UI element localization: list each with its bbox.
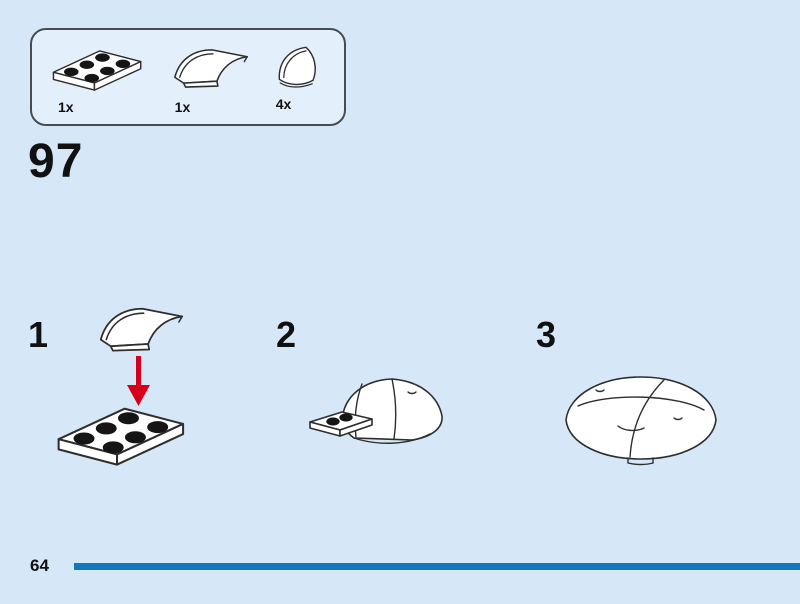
dome-wedge-icon xyxy=(278,46,316,88)
part-count-label: 1x xyxy=(58,99,74,115)
substep-1-label: 1 xyxy=(28,314,49,355)
substep-3-label: 3 xyxy=(536,314,557,355)
curved-slope-piece xyxy=(99,307,184,352)
plate-2x3-piece xyxy=(57,407,185,466)
substep-2-illustration xyxy=(309,378,443,444)
plate-2x3-icon xyxy=(52,50,142,91)
substep-2-label: 2 xyxy=(276,314,297,355)
substep-3-illustration xyxy=(565,376,717,466)
part-count-label: 4x xyxy=(275,96,292,112)
part-item-curved-slope: 1x xyxy=(167,42,272,115)
curved-slope-icon xyxy=(173,49,248,88)
placement-arrow-icon xyxy=(127,356,150,406)
part-item-dome-wedge: 4x xyxy=(272,42,332,112)
parts-panel: 1x 1x 4x xyxy=(30,28,346,126)
footer-progress-bar xyxy=(74,563,800,570)
full-dome-assembly xyxy=(565,376,717,466)
plate-front-section xyxy=(309,411,373,437)
half-dome-assembly xyxy=(341,378,443,444)
part-item-plate-2x3: 1x xyxy=(48,42,167,115)
page-number: 64 xyxy=(30,556,49,575)
substep-1-illustration xyxy=(57,307,185,466)
step-number: 97 xyxy=(28,135,84,188)
part-count-label: 1x xyxy=(174,99,191,115)
